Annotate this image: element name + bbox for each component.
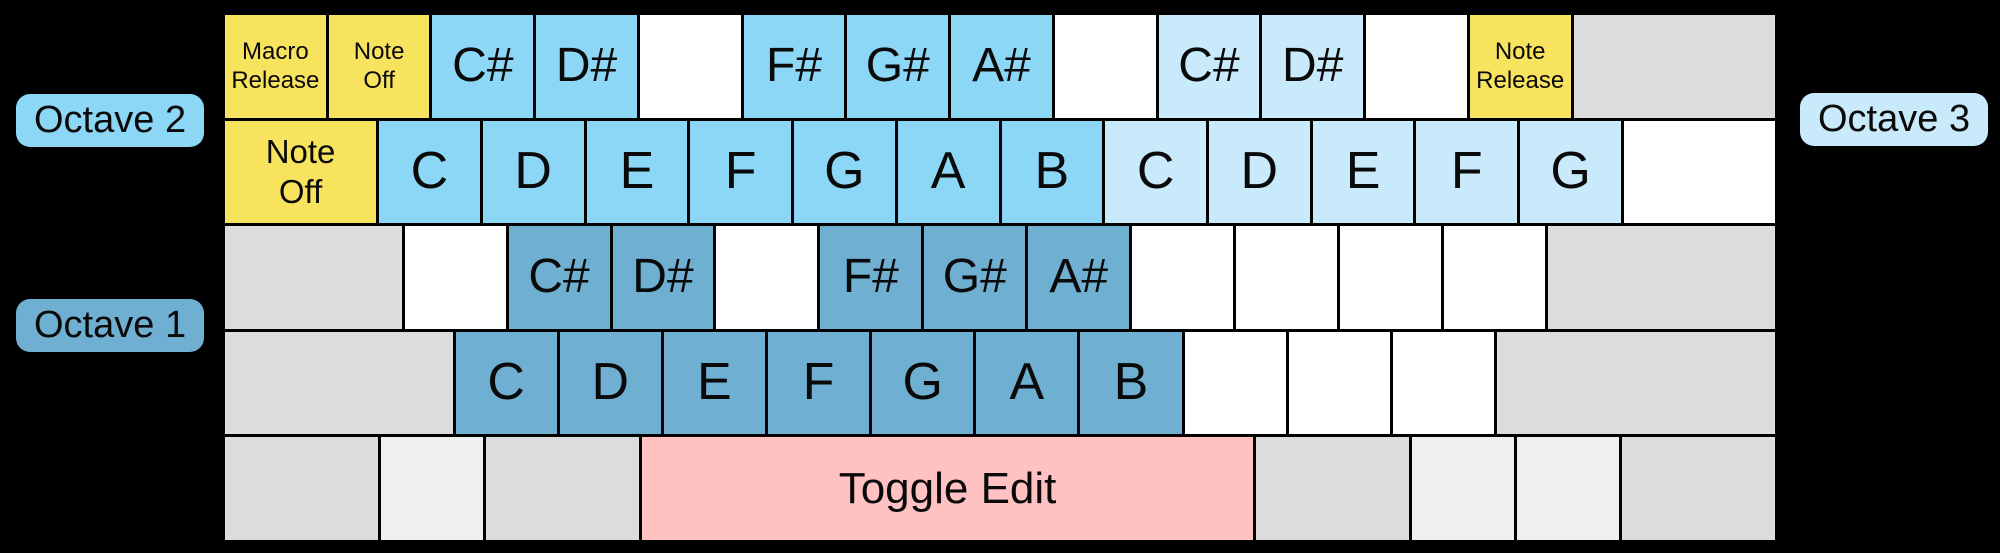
row-3-home-row: C#D# F#G#A# <box>225 226 1776 329</box>
octave-2-label: Octave 2 <box>16 94 205 147</box>
key-note-f-3[interactable]: F <box>1416 120 1518 224</box>
key-note-c-1[interactable]: C <box>455 331 557 435</box>
key-blank[interactable] <box>1366 15 1467 118</box>
key-note-f-2[interactable]: F <box>690 120 792 224</box>
key-note-b-1[interactable]: B <box>1080 331 1182 435</box>
key-toggle-edit[interactable]: Toggle Edit <box>641 437 1254 540</box>
octave-3-label: Octave 3 <box>1800 93 1989 146</box>
key-blank-gray[interactable] <box>485 437 639 540</box>
key-note-f-sharp-2[interactable]: F# <box>743 15 845 118</box>
key-note-a-2[interactable]: A <box>897 120 999 224</box>
key-blank[interactable] <box>716 226 818 329</box>
key-blank-lightgray[interactable] <box>380 437 483 540</box>
key-note-c-2[interactable]: C <box>379 120 480 224</box>
key-blank-lightgray[interactable] <box>1517 437 1620 540</box>
key-note-a-1[interactable]: A <box>976 331 1078 435</box>
key-note-c-sharp-1[interactable]: C# <box>508 226 610 329</box>
octave-1-label: Octave 1 <box>16 299 205 352</box>
key-note-c-3[interactable]: C <box>1105 120 1206 224</box>
key-note-g-3[interactable]: G <box>1520 120 1621 224</box>
key-note-e-2[interactable]: E <box>586 120 688 224</box>
key-blank[interactable] <box>1340 226 1442 329</box>
key-blank-gray[interactable] <box>1573 15 1776 118</box>
key-blank[interactable] <box>1444 226 1545 329</box>
key-blank[interactable] <box>1132 226 1234 329</box>
key-note-e-1[interactable]: E <box>663 331 765 435</box>
key-blank-gray[interactable] <box>225 331 453 435</box>
key-blank[interactable] <box>1054 15 1156 118</box>
key-note-a-sharp-1[interactable]: A# <box>1028 226 1130 329</box>
key-blank[interactable] <box>1236 226 1338 329</box>
key-note-d-sharp-3[interactable]: D# <box>1262 15 1364 118</box>
key-note-g-sharp-1[interactable]: G# <box>924 226 1026 329</box>
key-blank-gray[interactable] <box>1256 437 1410 540</box>
key-note-b-2[interactable]: B <box>1001 120 1103 224</box>
key-note-f-sharp-1[interactable]: F# <box>820 226 922 329</box>
key-note-d-3[interactable]: D <box>1208 120 1310 224</box>
key-blank[interactable] <box>1392 331 1494 435</box>
row-5-space-row: Toggle Edit <box>225 437 1776 540</box>
key-note-a-sharp-2[interactable]: A# <box>951 15 1052 118</box>
key-note-f-1[interactable]: F <box>767 331 870 435</box>
key-blank-gray[interactable] <box>225 226 402 329</box>
key-blank-gray[interactable] <box>1496 331 1776 435</box>
key-blank-gray[interactable] <box>225 437 378 540</box>
key-note-g-1[interactable]: G <box>872 331 974 435</box>
key-note-d-2[interactable]: D <box>482 120 584 224</box>
key-note-g-sharp-2[interactable]: G# <box>847 15 949 118</box>
key-note-d-sharp-2[interactable]: D# <box>536 15 637 118</box>
key-blank-wide[interactable] <box>1623 120 1775 224</box>
key-note-e-3[interactable]: E <box>1312 120 1414 224</box>
key-note-d-1[interactable]: D <box>559 331 661 435</box>
key-note-release[interactable]: Note Release <box>1469 15 1571 118</box>
key-note-c-sharp-2[interactable]: C# <box>432 15 534 118</box>
key-note-off[interactable]: Note Off <box>328 15 430 118</box>
key-blank-gray[interactable] <box>1622 437 1776 540</box>
key-blank-lightgray[interactable] <box>1412 437 1515 540</box>
key-note-g-2[interactable]: G <box>794 120 895 224</box>
key-blank[interactable] <box>1184 331 1286 435</box>
key-blank-gray[interactable] <box>1547 226 1776 329</box>
key-blank[interactable] <box>404 226 506 329</box>
key-note-off-tab[interactable]: Note Off <box>225 120 377 224</box>
key-note-c-sharp-3[interactable]: C# <box>1158 15 1260 118</box>
key-blank[interactable] <box>639 15 741 118</box>
key-macro-release[interactable]: Macro Release <box>225 15 326 118</box>
key-blank[interactable] <box>1288 331 1390 435</box>
key-note-d-sharp-1[interactable]: D# <box>612 226 714 329</box>
